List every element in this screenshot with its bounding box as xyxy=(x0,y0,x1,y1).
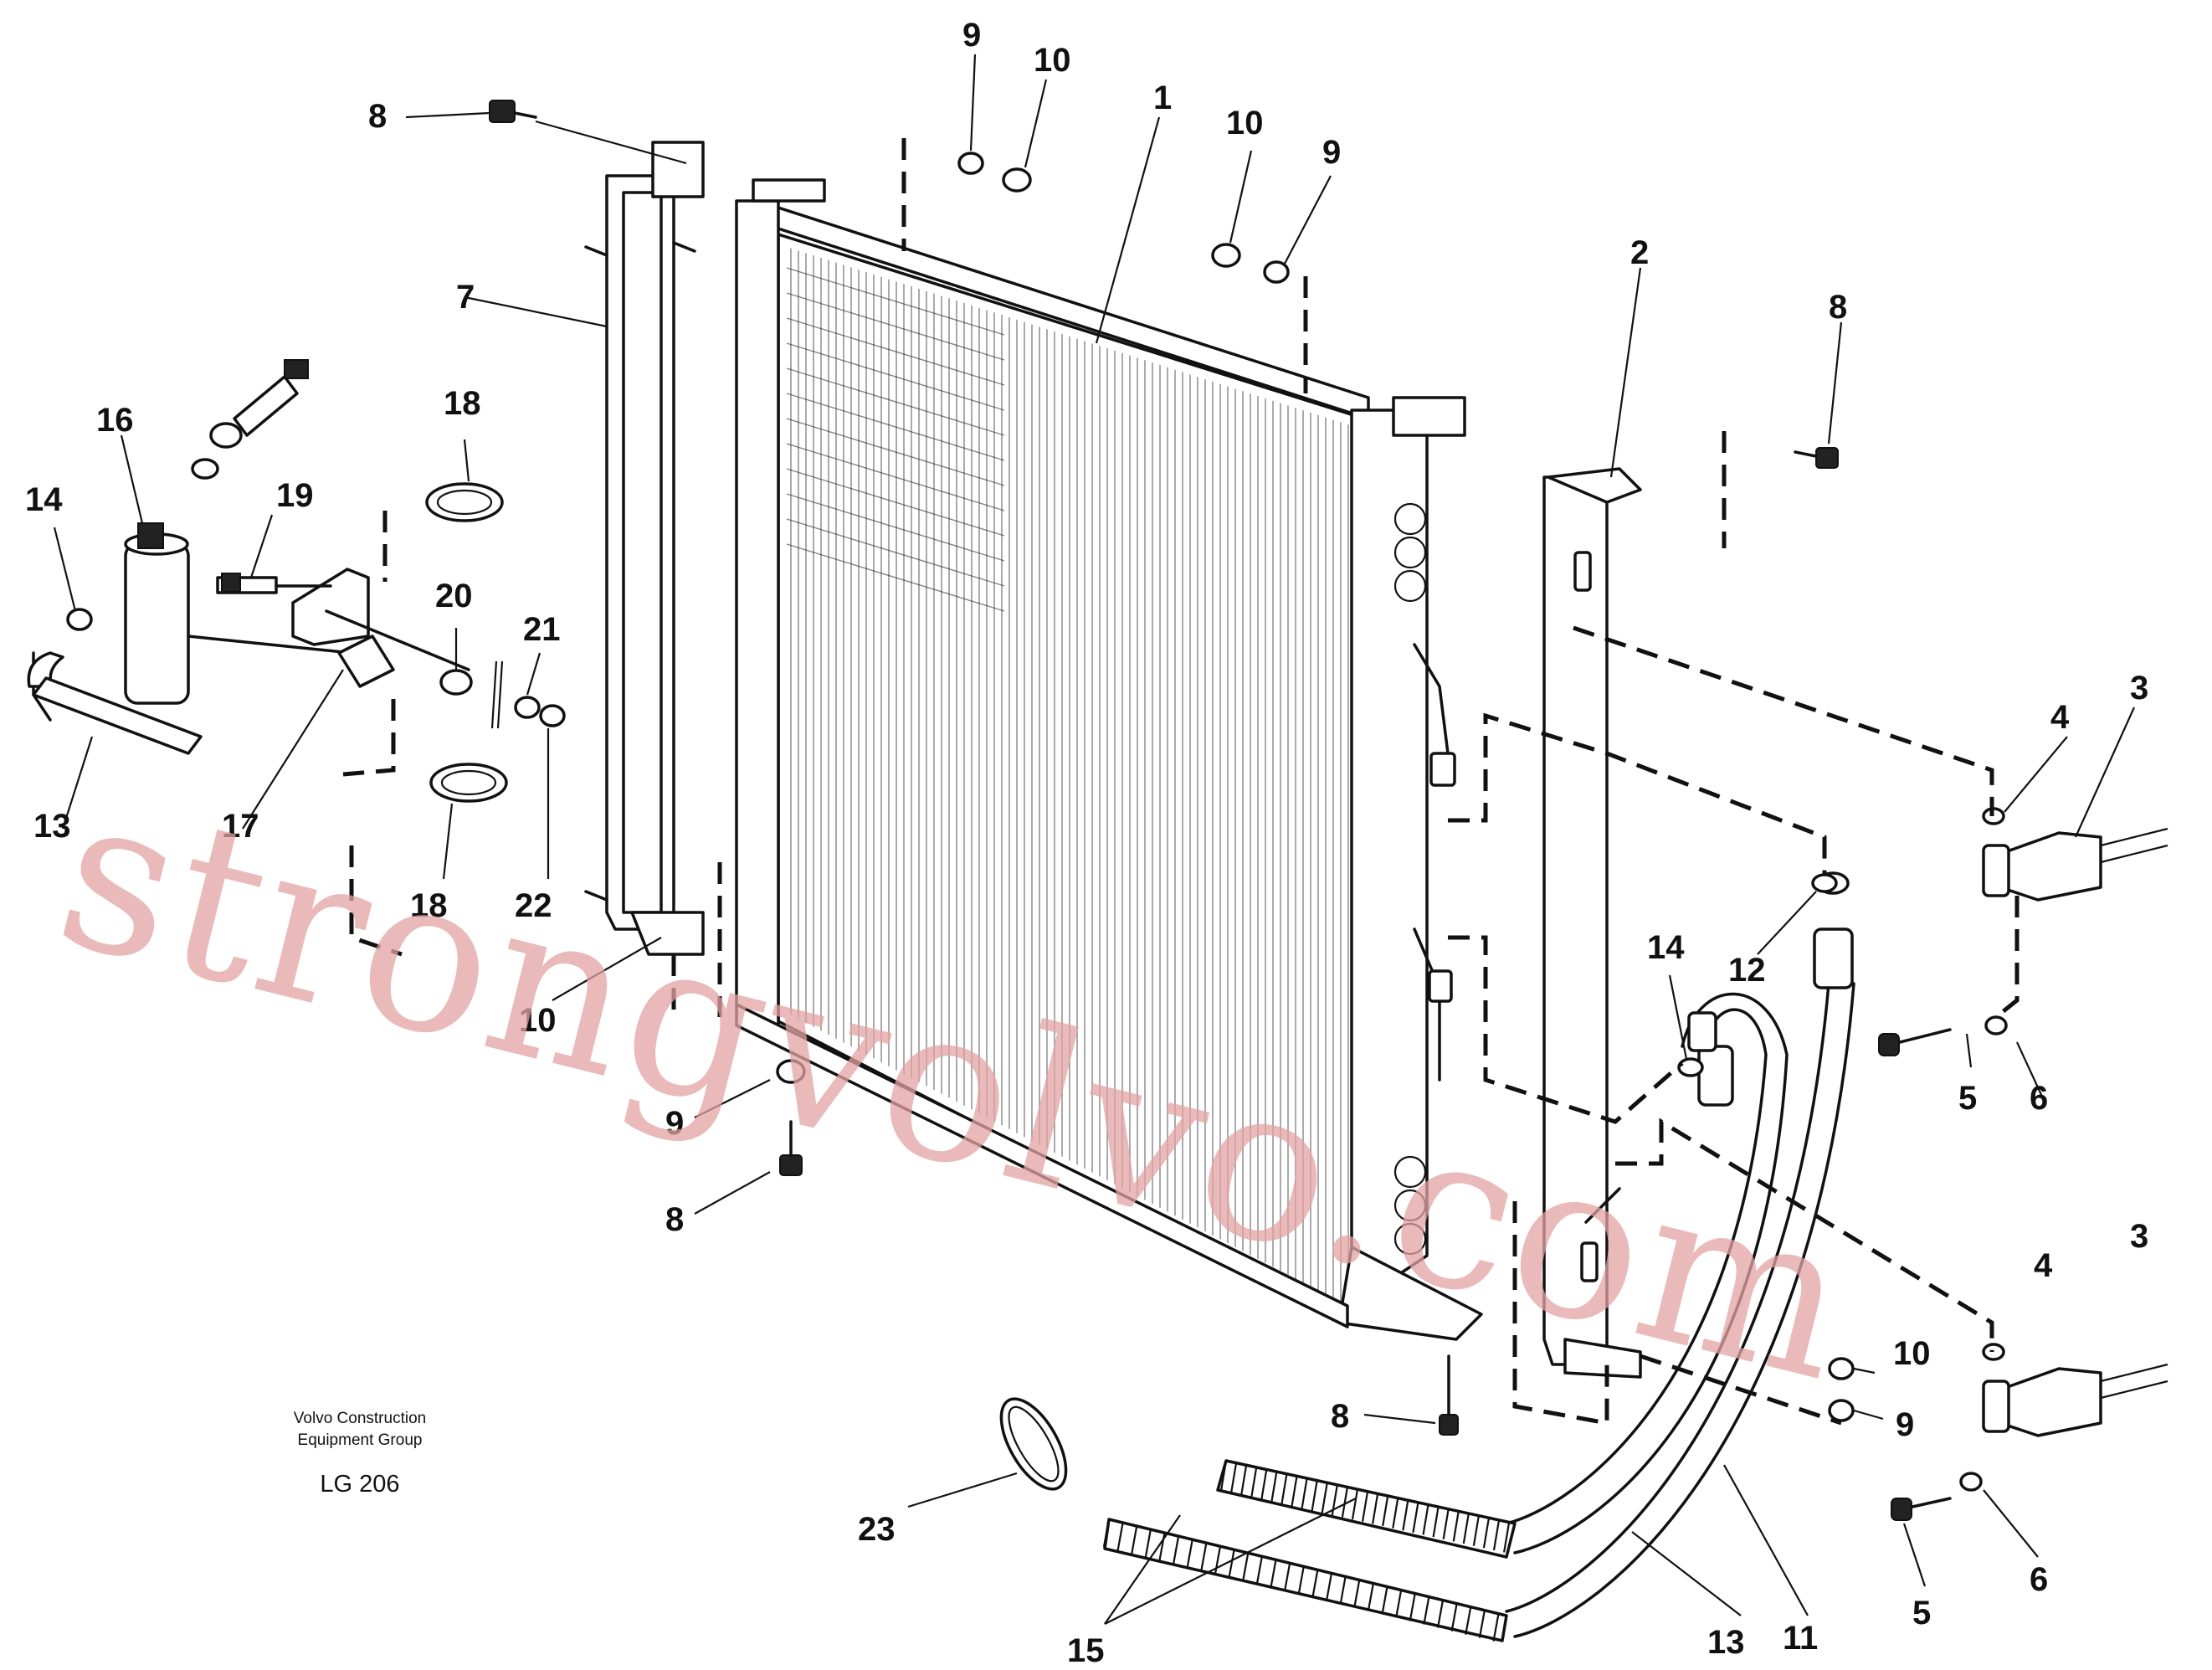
callout-19: 19 xyxy=(276,477,314,514)
callout-9-top-right: 9 xyxy=(1322,134,1341,171)
mount-bracket xyxy=(216,568,566,729)
condenser xyxy=(735,178,1483,1341)
callout-2: 2 xyxy=(1630,234,1649,271)
cable-tie-23 xyxy=(999,1397,1068,1491)
callout-5-upper: 5 xyxy=(1958,1080,1977,1117)
illustration-code: LG 206 xyxy=(320,1471,399,1498)
callout-13-left: 13 xyxy=(33,808,71,845)
callout-14-right: 14 xyxy=(1647,929,1685,966)
callout-4-upper: 4 xyxy=(2050,699,2070,736)
callout-14-left: 14 xyxy=(25,481,63,518)
callout-18-lower: 18 xyxy=(410,887,448,924)
callout-labels: 1 2 3 3 4 4 5 5 6 6 7 8 8 8 8 9 9 9 9 10… xyxy=(25,17,2148,1669)
left-bracket xyxy=(584,141,705,956)
callout-8-bottom-left: 8 xyxy=(665,1201,684,1238)
callout-18-upper: 18 xyxy=(444,385,481,422)
callout-10-bottom-right: 10 xyxy=(1893,1335,1931,1372)
callout-1: 1 xyxy=(1153,80,1172,116)
callout-8-top-left: 8 xyxy=(368,98,387,135)
callout-12: 12 xyxy=(1728,952,1766,989)
screw-8-top-left xyxy=(489,100,687,165)
washer-14-right xyxy=(1677,1057,1704,1077)
callout-20: 20 xyxy=(435,578,473,614)
right-bracket xyxy=(1542,467,1642,1379)
publisher-caption: Volvo Construction Equipment Group LG 20… xyxy=(294,1410,426,1498)
nut-washer-10-9-lower xyxy=(1828,1357,1855,1422)
caption-line-1: Volvo Construction xyxy=(294,1410,426,1427)
callout-9-bottom-right: 9 xyxy=(1896,1406,1914,1443)
callout-10-top-right: 10 xyxy=(1226,105,1264,141)
hose-11 xyxy=(1505,871,1855,1638)
hinge-screw-5-upper xyxy=(1878,1015,2008,1056)
caption-line-2: Equipment Group xyxy=(298,1431,423,1449)
washer-12 xyxy=(1811,873,1838,893)
hose-protection-15 xyxy=(1102,1459,1517,1642)
assembly-lines xyxy=(342,138,2020,1426)
hinge-bracket-upper xyxy=(1982,807,2168,902)
bottom-washer-9 xyxy=(776,1059,806,1084)
callout-22: 22 xyxy=(515,887,552,924)
top-washer-nut-pair-right xyxy=(1211,243,1290,284)
callout-9-top-left: 9 xyxy=(962,17,981,54)
bottom-screw-8 xyxy=(779,1120,803,1176)
hinge-bracket-lower xyxy=(1982,1343,2168,1437)
callout-23: 23 xyxy=(858,1511,896,1548)
hinge-screw-5-lower xyxy=(1891,1472,1983,1521)
callout-3-upper: 3 xyxy=(2130,670,2148,707)
callout-5-lower: 5 xyxy=(1912,1595,1931,1631)
callout-6-upper: 6 xyxy=(2030,1080,2048,1117)
callout-21: 21 xyxy=(523,611,561,648)
callout-10-left: 10 xyxy=(519,1002,557,1039)
callout-8-bottom-right: 8 xyxy=(1331,1398,1349,1435)
top-washer-nut-pair-left xyxy=(957,152,1032,193)
receiver-drier xyxy=(27,359,353,755)
callout-4-lower: 4 xyxy=(2034,1247,2053,1284)
callout-17: 17 xyxy=(222,808,259,845)
callout-7: 7 xyxy=(456,279,475,316)
callout-8-top-right: 8 xyxy=(1829,289,1847,326)
callout-9-bottom-left: 9 xyxy=(665,1105,684,1142)
callout-3-lower: 3 xyxy=(2130,1218,2148,1255)
leader-lines xyxy=(53,54,2136,1625)
callout-16: 16 xyxy=(96,402,134,439)
callout-11: 11 xyxy=(1783,1620,1818,1657)
callout-10-top-left: 10 xyxy=(1034,42,1071,79)
callout-6-lower: 6 xyxy=(2030,1561,2048,1598)
hose-13 xyxy=(1505,992,1789,1554)
screw-19 xyxy=(221,573,241,593)
callout-13-right: 13 xyxy=(1707,1624,1745,1661)
screw-8-top-right xyxy=(1794,447,1839,469)
hose-clamp-lower xyxy=(429,763,508,803)
bottom-screw-8-right xyxy=(1439,1354,1459,1436)
hose-clamp-upper xyxy=(425,482,504,522)
callout-15: 15 xyxy=(1067,1632,1105,1669)
